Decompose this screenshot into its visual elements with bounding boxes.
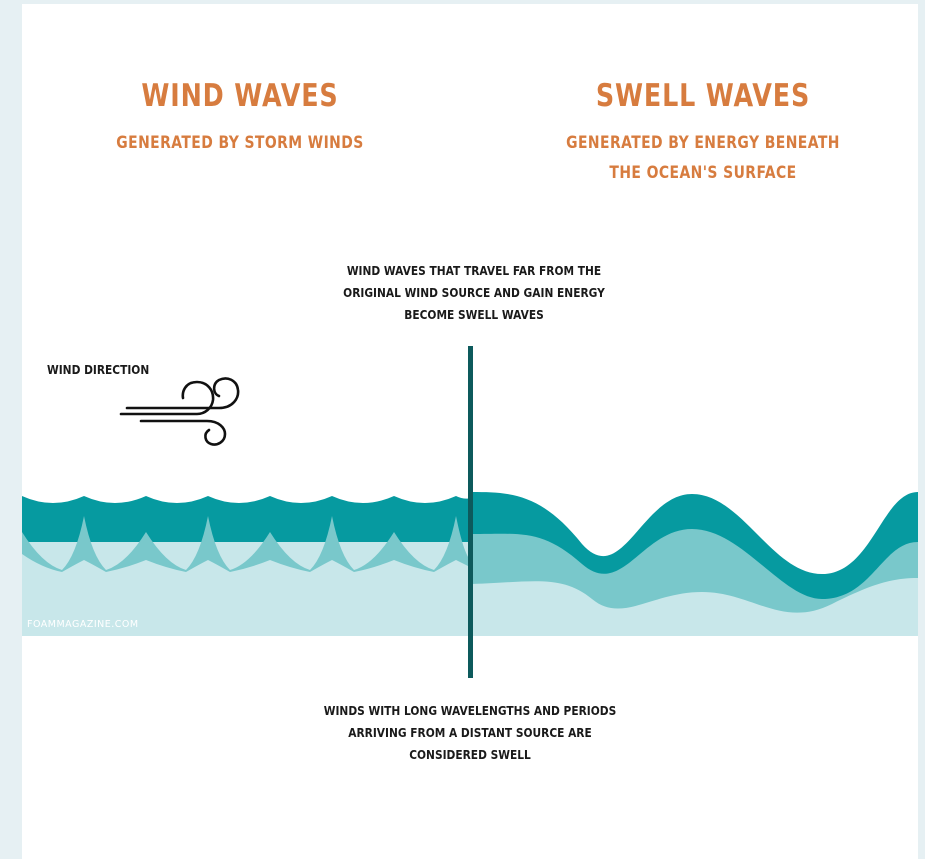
wind-waves-title: WIND WAVES: [141, 78, 339, 114]
top-note-line-2: ORIGINAL WIND SOURCE AND GAIN ENERGY: [343, 285, 605, 300]
swell-waves-title: SWELL WAVES: [595, 78, 811, 114]
top-note-line-1: WIND WAVES THAT TRAVEL FAR FROM THE: [346, 263, 602, 278]
top-note-line-3: BECOME SWELL WAVES: [404, 307, 544, 322]
wind-direction-label: WIND DIRECTION: [47, 362, 150, 377]
swell-waves-subtitle-line-1: GENERATED BY ENERGY BENEATH: [566, 133, 840, 153]
wind-waves-dark-crests: [22, 496, 472, 542]
wind-icon: [119, 377, 240, 446]
swell-waves-subtitle: GENERATED BY ENERGY BENEATH THE OCEAN'S …: [564, 128, 843, 188]
bottom-note-line-1: WINDS WITH LONG WAVELENGTHS AND PERIODS: [323, 703, 617, 718]
bottom-note-line-3: CONSIDERED SWELL: [409, 747, 531, 762]
top-note: WIND WAVES THAT TRAVEL FAR FROM THE ORIG…: [304, 260, 644, 326]
divider-line: [468, 346, 473, 678]
bottom-note-line-2: ARRIVING FROM A DISTANT SOURCE ARE: [348, 725, 592, 740]
wind-waves-light-fill: [22, 554, 472, 636]
swell-waves-light-band: [472, 578, 918, 636]
waves-illustration: [22, 492, 918, 636]
wind-icon-upper-stroke: [125, 377, 240, 410]
wind-waves-subtitle-line: GENERATED BY STORM WINDS: [116, 133, 364, 153]
site-credit: FOAMMAGAZINE.COM: [27, 619, 139, 630]
wind-icon-middle-stroke: [119, 380, 215, 416]
bottom-note: WINDS WITH LONG WAVELENGTHS AND PERIODS …: [279, 700, 662, 766]
infographic-card: WIND WAVES GENERATED BY STORM WINDS SWEL…: [22, 4, 918, 859]
wind-icon-lower-stroke: [139, 419, 227, 446]
wind-waves-subtitle: GENERATED BY STORM WINDS: [101, 128, 380, 158]
swell-waves-subtitle-line-2: THE OCEAN'S SURFACE: [609, 163, 797, 183]
